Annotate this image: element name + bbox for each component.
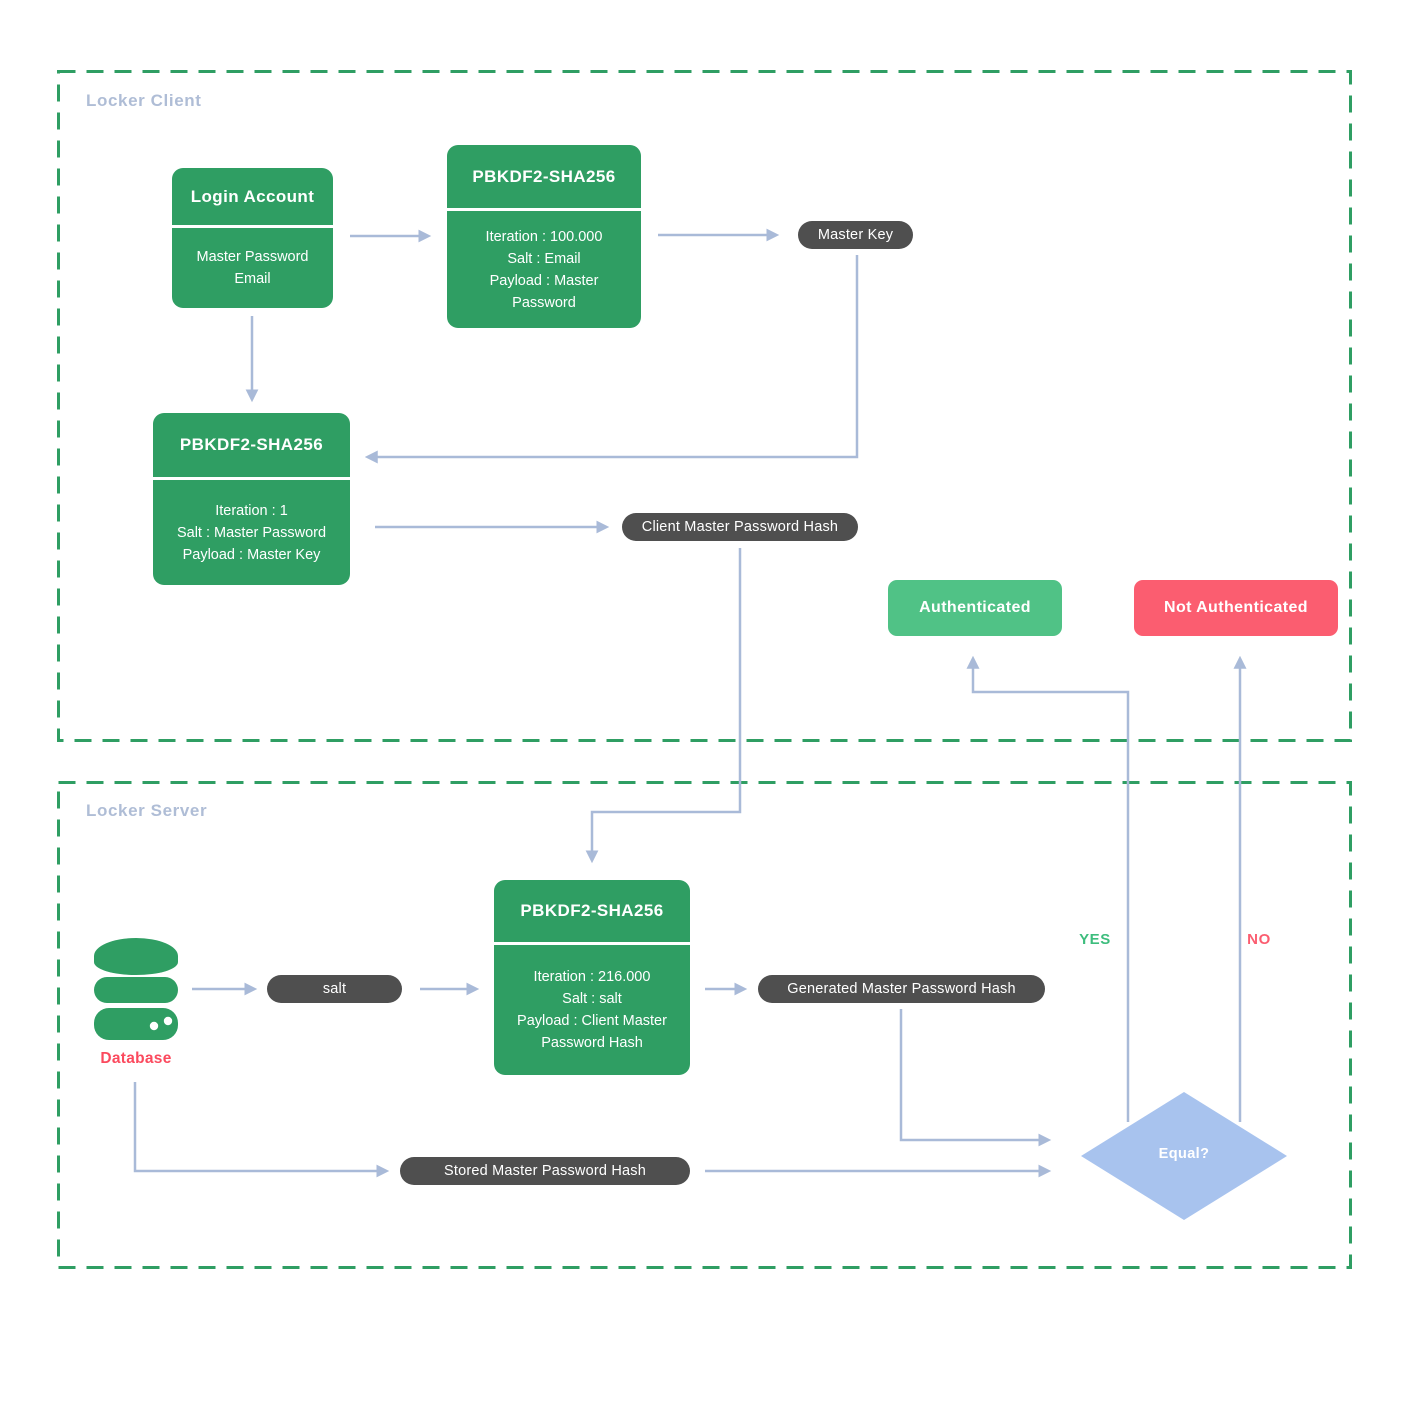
node-body-line: Salt : Email (507, 250, 581, 267)
node-body-line: Email (234, 271, 271, 287)
node-body-line: Salt : salt (562, 991, 622, 1007)
node-body-line: Iteration : 100.000 (485, 228, 603, 245)
node-login-account-title: Login Account (172, 168, 333, 228)
node-kdf-server-title: PBKDF2-SHA256 (494, 880, 690, 945)
node-body-line: Salt : Master Password (176, 524, 327, 541)
locker-client-boundary (57, 70, 1352, 742)
node-kdf-client-local: PBKDF2-SHA256 Iteration : 1 Salt : Maste… (153, 413, 350, 585)
not-authenticated-badge: Not Authenticated (1134, 580, 1338, 636)
database-label: Database (100, 1050, 172, 1067)
node-body-line: Iteration : 1 (215, 502, 288, 519)
yes-label: YES (1079, 931, 1111, 948)
locker-client-label: Locker Client (86, 91, 202, 110)
arrow-clienthash-to-serverkdf (585, 548, 742, 864)
node-kdf-server-body: Iteration : 216.000 Salt : salt Payload … (494, 945, 690, 1075)
node-kdf-client-email: PBKDF2-SHA256 Iteration : 100.000 Salt :… (447, 145, 641, 328)
no-label: NO (1247, 931, 1271, 948)
node-body-line: Master Password (196, 249, 309, 265)
node-body-line: Iteration : 216.000 (533, 969, 651, 985)
authenticated-badge: Authenticated (888, 580, 1062, 636)
database-icon (94, 938, 178, 1040)
locker-server-label: Locker Server (86, 801, 208, 820)
pill-salt: salt (267, 975, 402, 1003)
pill-generated-master-password-hash: Generated Master Password Hash (758, 975, 1045, 1003)
node-kdf-server: PBKDF2-SHA256 Iteration : 216.000 Salt :… (494, 880, 690, 1075)
pill-master-key: Master Key (798, 221, 913, 249)
node-body-line: Payload : Client Master Password Hash (517, 1013, 667, 1051)
pill-stored-master-password-hash: Stored Master Password Hash (400, 1157, 690, 1185)
node-body-line: Payload : Master Password (489, 272, 599, 311)
node-kdf-client-local-title: PBKDF2-SHA256 (153, 413, 350, 480)
arrow-generated-to-diamond (899, 1009, 1052, 1147)
arrow-masterkey-to-kdf2 (364, 255, 859, 464)
arrow-yes-to-authenticated (966, 655, 1130, 1122)
node-kdf-client-email-title: PBKDF2-SHA256 (447, 145, 641, 211)
node-login-account-body: Master Password Email (172, 228, 333, 308)
equal-label: Equal? (1158, 1146, 1210, 1162)
equal-diamond (1081, 1092, 1287, 1220)
node-kdf-client-email-body: Iteration : 100.000 Salt : Email Payload… (447, 211, 641, 328)
pill-client-master-password-hash: Client Master Password Hash (622, 513, 858, 541)
connector-arrows (133, 228, 1247, 1178)
arrow-db-to-storedhash (133, 1082, 390, 1178)
locker-server-boundary (57, 781, 1352, 1269)
node-kdf-client-local-body: Iteration : 1 Salt : Master Password Pay… (153, 480, 350, 585)
node-login-account: Login Account Master Password Email (172, 168, 333, 308)
node-body-line: Payload : Master Key (182, 546, 321, 563)
